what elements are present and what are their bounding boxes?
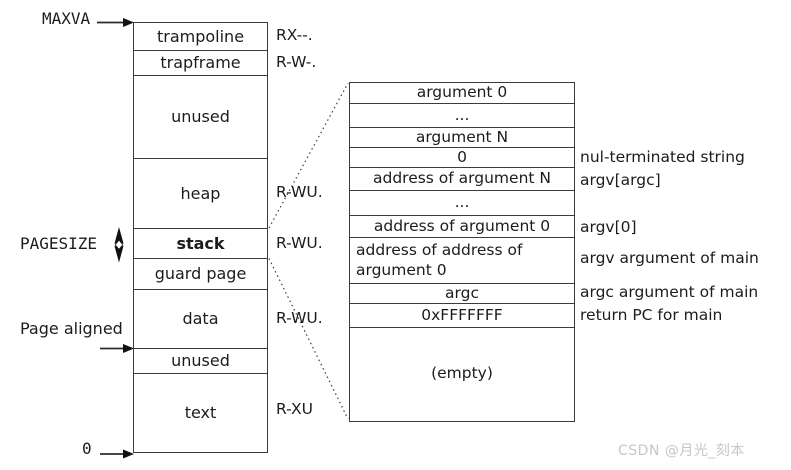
note-argc-argument-of-main: argc argument of main bbox=[580, 283, 759, 301]
region-stack: stack bbox=[134, 229, 267, 259]
zero-label: 0 bbox=[82, 439, 92, 458]
stack-row-address-of-argument-0: address of argument 0 bbox=[350, 216, 574, 238]
region-heap: heap bbox=[134, 159, 267, 229]
region-unused-upper: unused bbox=[134, 76, 267, 159]
stack-row-ellipsis-addrs: ... bbox=[350, 191, 574, 216]
address-space-column: trampoline trapframe unused heap stack g… bbox=[133, 22, 268, 453]
stack-row-return-pc: 0xFFFFFFF bbox=[350, 304, 574, 328]
region-trampoline: trampoline bbox=[134, 23, 267, 51]
note-return-pc-for-main: return PC for main bbox=[580, 306, 723, 324]
region-trapframe: trapframe bbox=[134, 51, 267, 76]
region-data: data bbox=[134, 290, 267, 349]
stack-expand-connector-bottom bbox=[268, 258, 349, 420]
note-nul-terminated-string: nul-terminated string bbox=[580, 148, 745, 166]
note-argv-argument-of-main: argv argument of main bbox=[580, 249, 759, 267]
perm-data: R-WU. bbox=[276, 309, 323, 327]
maxva-arrow-icon bbox=[97, 18, 134, 27]
perm-trampoline: RX--. bbox=[276, 26, 313, 44]
region-guard-page: guard page bbox=[134, 259, 267, 290]
stack-row-ellipsis-args: ... bbox=[350, 104, 574, 128]
pagesize-double-arrow-icon bbox=[114, 227, 124, 263]
stack-row-argc: argc bbox=[350, 284, 574, 304]
stack-row-address-of-argument-n: address of argument N bbox=[350, 168, 574, 191]
maxva-label: MAXVA bbox=[42, 9, 91, 28]
stack-row-zero: 0 bbox=[350, 148, 574, 168]
note-argv-argc: argv[argc] bbox=[580, 171, 661, 189]
stack-expand-connector-top bbox=[268, 82, 349, 229]
perm-trapframe: R-W-. bbox=[276, 53, 317, 71]
page-aligned-arrow-icon bbox=[100, 344, 134, 353]
perm-heap: R-WU. bbox=[276, 183, 323, 201]
zero-arrow-icon bbox=[100, 449, 134, 459]
pagesize-label: PAGESIZE bbox=[20, 234, 98, 253]
region-text: text bbox=[184, 402, 217, 422]
region-unused-lower: unused bbox=[134, 349, 267, 374]
page-aligned-label: Page aligned bbox=[20, 319, 123, 338]
note-argv-0: argv[0] bbox=[580, 218, 637, 236]
stack-row-argument-n: argument N bbox=[350, 128, 574, 148]
perm-stack: R-WU. bbox=[276, 234, 323, 252]
stack-detail-box: argument 0 ... argument N 0 address of a… bbox=[349, 82, 575, 422]
stack-row-address-of-address: address of address of argument 0 bbox=[350, 238, 574, 284]
csdn-watermark: CSDN @月光_刻本 bbox=[618, 443, 745, 459]
stack-row-argument-0: argument 0 bbox=[350, 83, 574, 104]
stack-row-empty: (empty) bbox=[431, 364, 493, 383]
perm-text: R-XU bbox=[276, 400, 313, 418]
